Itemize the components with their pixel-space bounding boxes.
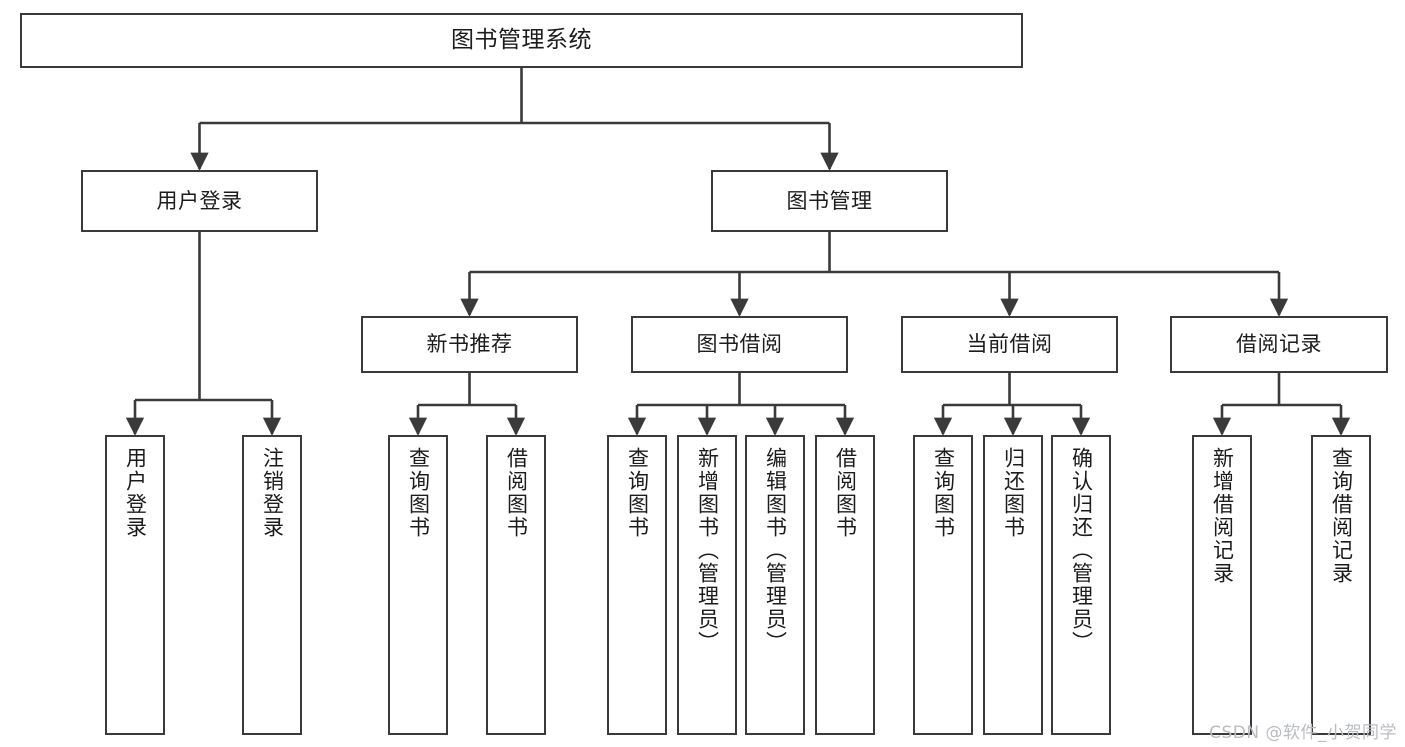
node-leaf-add-book[interactable]: 新增图书（管理员） <box>677 435 737 735</box>
node-leaf-add-loan-rec[interactable]: 新增借阅记录 <box>1192 435 1252 735</box>
node-label: 编辑图书（管理员） <box>763 447 788 654</box>
node-leaf-query-loan-rec[interactable]: 查询借阅记录 <box>1311 435 1371 735</box>
node-label: 当前借阅 <box>966 332 1053 357</box>
node-user-login[interactable]: 用户登录 <box>81 170 318 232</box>
node-leaf-confirm-return[interactable]: 确认归还（管理员） <box>1051 435 1111 735</box>
node-current-loan[interactable]: 当前借阅 <box>901 316 1118 373</box>
node-label: 确认归还（管理员） <box>1069 447 1094 654</box>
node-label: 图书管理系统 <box>451 26 592 53</box>
node-leaf-edit-book[interactable]: 编辑图书（管理员） <box>745 435 805 735</box>
node-label: 归还图书 <box>1001 447 1026 539</box>
node-label: 用户登录 <box>156 188 243 213</box>
node-root[interactable]: 图书管理系统 <box>20 13 1023 68</box>
node-leaf-query-book-rec[interactable]: 查询图书 <box>388 435 448 735</box>
node-label: 用户登录 <box>123 447 148 539</box>
node-label: 新增借阅记录 <box>1210 447 1235 585</box>
node-label: 借阅图书 <box>504 447 529 539</box>
node-label: 图书借阅 <box>696 332 783 357</box>
node-label: 新增图书（管理员） <box>695 447 720 654</box>
node-leaf-logout[interactable]: 注销登录 <box>242 435 302 735</box>
node-label: 注销登录 <box>260 447 285 539</box>
node-leaf-borrow-book-rec[interactable]: 借阅图书 <box>486 435 546 735</box>
node-leaf-return-book[interactable]: 归还图书 <box>983 435 1043 735</box>
node-loan-record[interactable]: 借阅记录 <box>1170 316 1388 373</box>
node-book-manage[interactable]: 图书管理 <box>711 170 948 232</box>
node-leaf-user-login[interactable]: 用户登录 <box>105 435 165 735</box>
node-label: 新书推荐 <box>426 332 513 357</box>
node-leaf-query-book-cl[interactable]: 查询图书 <box>913 435 973 735</box>
node-new-book-rec[interactable]: 新书推荐 <box>361 316 578 373</box>
node-book-borrow[interactable]: 图书借阅 <box>631 316 848 373</box>
node-leaf-query-book-bb[interactable]: 查询图书 <box>607 435 667 735</box>
node-leaf-borrow-book-bb[interactable]: 借阅图书 <box>815 435 875 735</box>
node-label: 借阅图书 <box>833 447 858 539</box>
node-label: 查询借阅记录 <box>1329 447 1354 585</box>
node-label: 查询图书 <box>625 447 650 539</box>
node-label: 借阅记录 <box>1236 332 1322 357</box>
node-label: 查询图书 <box>406 447 431 539</box>
node-label: 查询图书 <box>931 447 956 539</box>
node-label: 图书管理 <box>786 188 873 213</box>
